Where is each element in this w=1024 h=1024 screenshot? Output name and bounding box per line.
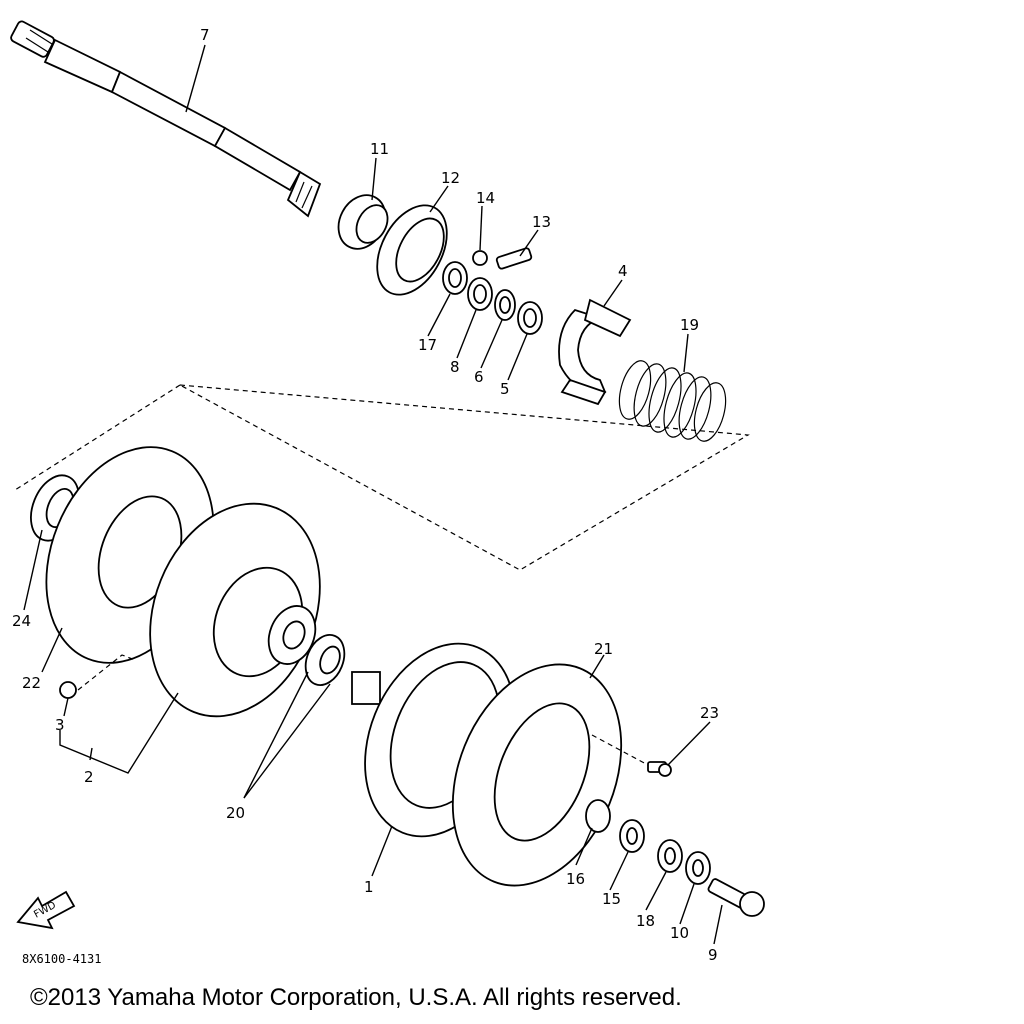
callout-5: 5 xyxy=(500,380,510,398)
callout-2: 2 xyxy=(84,768,94,786)
nut-guide-line xyxy=(77,654,136,691)
collar xyxy=(585,799,611,833)
callout-11: 11 xyxy=(370,140,389,158)
callout-4: 4 xyxy=(618,262,628,280)
callout-8: 8 xyxy=(450,358,460,376)
callout-labels: 7 11 12 14 13 4 19 17 8 6 5 24 22 3 2 20… xyxy=(12,26,719,964)
callout-13: 13 xyxy=(532,213,551,231)
callout-18: 18 xyxy=(636,912,655,930)
callout-7: 7 xyxy=(200,26,210,44)
callout-17: 17 xyxy=(418,336,437,354)
bolt xyxy=(707,878,765,917)
leader-lines xyxy=(23,44,723,945)
callout-10: 10 xyxy=(670,924,689,942)
callout-1: 1 xyxy=(364,878,374,896)
callout-12: 12 xyxy=(441,169,460,187)
fwd-arrow-icon: FWD xyxy=(16,890,76,930)
callout-21: 21 xyxy=(594,640,613,658)
part-code: 8X6100-4131 xyxy=(22,952,102,966)
copyright-notice: ©2013 Yamaha Motor Corporation, U.S.A. A… xyxy=(30,984,682,1011)
assembly-boundary-left xyxy=(14,384,181,491)
shaft xyxy=(10,20,322,218)
bushing xyxy=(304,634,346,686)
washers xyxy=(619,819,711,885)
callout-22: 22 xyxy=(22,674,41,692)
movable-sheave-disc xyxy=(451,663,623,887)
callout-19: 19 xyxy=(680,316,699,334)
spring xyxy=(618,360,727,442)
callout-16: 16 xyxy=(566,870,585,888)
screw xyxy=(591,734,672,777)
nut xyxy=(59,681,77,699)
bearing xyxy=(337,194,389,250)
small-hardware xyxy=(442,247,543,335)
bearing-holder xyxy=(376,204,448,296)
callout-24: 24 xyxy=(12,612,31,630)
callout-6: 6 xyxy=(474,368,484,386)
callout-14: 14 xyxy=(476,189,495,207)
fixed-sheave xyxy=(149,502,321,718)
callout-23: 23 xyxy=(700,704,719,722)
callout-20: 20 xyxy=(226,804,245,822)
cam xyxy=(558,298,632,406)
assembly-boundary xyxy=(179,384,750,571)
callout-15: 15 xyxy=(602,890,621,908)
callout-3: 3 xyxy=(55,716,65,734)
callout-9: 9 xyxy=(708,946,718,964)
